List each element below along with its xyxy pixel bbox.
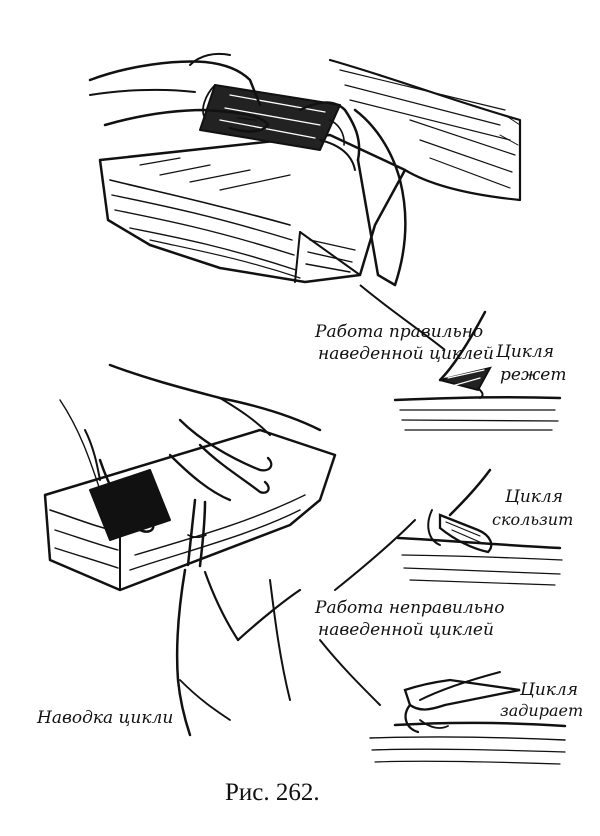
label-scraper-slides-line2: скользит [492,510,573,529]
left-hand-top [88,52,270,133]
right-hand-top [298,101,407,287]
detail-scraper-tears [319,639,567,765]
board-background-top [328,58,522,202]
label-scraper-tears-line1: Цикля [519,680,578,700]
sharpening-scene [43,363,337,737]
wood-block-top [98,133,407,284]
label-scraper-cuts-line1: Цикля [495,342,554,362]
pointer-line-correct [359,284,446,351]
label-correct-work-line1: Работа правильно [314,322,483,342]
wood-block-bottom [43,399,337,592]
scraper-plate-bottom [89,469,171,541]
label-scraper-cuts-line2: режет [500,365,566,385]
burnisher-hand [175,498,302,737]
label-incorrect-work-line1: Работа неправильно [314,598,504,618]
label-incorrect-work-line2: наведенной циклей [318,620,494,640]
label-scraper-slides-line1: Цикля [504,487,563,507]
top-scraping-scene [88,52,522,287]
scraper-plate-top [199,84,341,151]
detail-scraper-slides [334,468,563,591]
figure-caption: Рис. 262. [225,779,320,806]
detail-scraper-cuts [393,310,562,431]
hand-pressing [84,363,322,533]
label-correct-work-line2: наведенной циклей [318,344,494,364]
label-scraper-tears-line2: задирает [500,701,583,720]
label-sharpening: Наводка цикли [36,708,173,728]
